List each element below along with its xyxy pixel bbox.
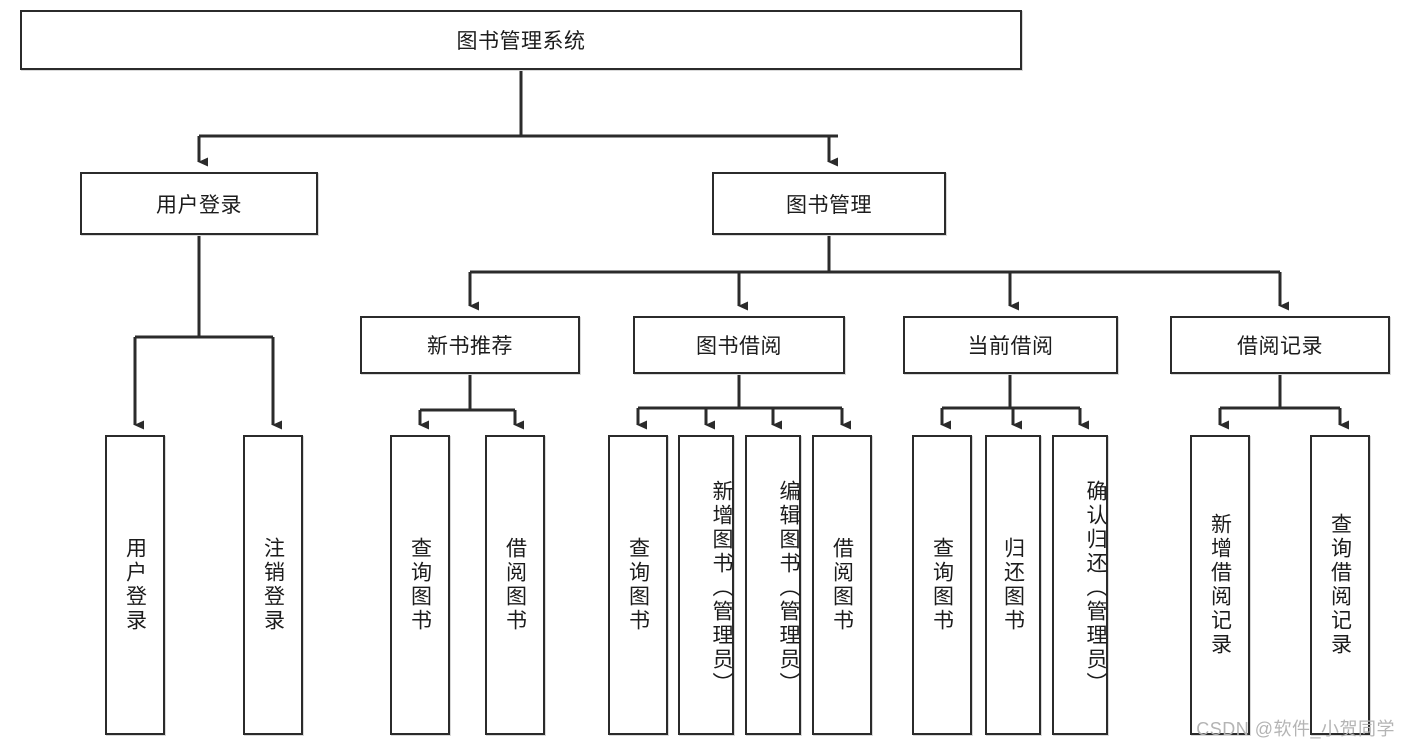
node-leaf-9[interactable]: 查询图书 bbox=[912, 435, 972, 735]
node-leaf-13[interactable]: 查询借阅记录 bbox=[1310, 435, 1370, 735]
node-level2-1[interactable]: 新书推荐 bbox=[360, 316, 580, 374]
watermark: CSDN @软件_小贺同学 bbox=[1196, 719, 1395, 739]
node-level2-3-label: 当前借阅 bbox=[967, 335, 1054, 358]
node-leaf-9-label: 查询图书 bbox=[930, 537, 954, 633]
node-level2-4-label: 借阅记录 bbox=[1237, 335, 1323, 358]
node-leaf-1[interactable]: 用户登录 bbox=[105, 435, 165, 735]
node-level1-1-label: 用户登录 bbox=[156, 193, 242, 217]
node-leaf-5-label: 查询图书 bbox=[626, 537, 650, 633]
node-leaf-7-label: 编辑图书（管理员） bbox=[777, 480, 800, 696]
node-leaf-12-label: 新增借阅记录 bbox=[1208, 513, 1232, 657]
node-leaf-3-label: 查询图书 bbox=[408, 537, 432, 633]
node-level1-1[interactable]: 用户登录 bbox=[80, 172, 318, 235]
node-leaf-13-label: 查询借阅记录 bbox=[1328, 513, 1352, 657]
node-leaf-2[interactable]: 注销登录 bbox=[243, 435, 303, 735]
node-root-label: 图书管理系统 bbox=[456, 30, 586, 53]
node-level2-2[interactable]: 图书借阅 bbox=[633, 316, 845, 374]
node-level1-2-label: 图书管理 bbox=[786, 193, 872, 217]
node-root[interactable]: 图书管理系统 bbox=[20, 10, 1022, 70]
node-level1-2[interactable]: 图书管理 bbox=[712, 172, 946, 235]
node-leaf-1-label: 用户登录 bbox=[123, 537, 147, 633]
node-leaf-11-label: 确认归还（管理员） bbox=[1084, 480, 1107, 696]
node-level2-3[interactable]: 当前借阅 bbox=[903, 316, 1118, 374]
node-level2-4[interactable]: 借阅记录 bbox=[1170, 316, 1390, 374]
node-leaf-10[interactable]: 归还图书 bbox=[985, 435, 1041, 735]
node-leaf-12[interactable]: 新增借阅记录 bbox=[1190, 435, 1250, 735]
node-leaf-7[interactable]: 编辑图书（管理员） bbox=[745, 435, 801, 735]
node-leaf-4[interactable]: 借阅图书 bbox=[485, 435, 545, 735]
node-leaf-11[interactable]: 确认归还（管理员） bbox=[1052, 435, 1108, 735]
node-leaf-6[interactable]: 新增图书（管理员） bbox=[678, 435, 734, 735]
node-leaf-3[interactable]: 查询图书 bbox=[390, 435, 450, 735]
node-level2-1-label: 新书推荐 bbox=[427, 335, 513, 358]
node-leaf-8[interactable]: 借阅图书 bbox=[812, 435, 872, 735]
node-level2-2-label: 图书借阅 bbox=[696, 335, 782, 358]
node-leaf-5[interactable]: 查询图书 bbox=[608, 435, 668, 735]
node-leaf-6-label: 新增图书（管理员） bbox=[710, 480, 733, 696]
node-leaf-2-label: 注销登录 bbox=[261, 537, 285, 633]
node-leaf-10-label: 归还图书 bbox=[1001, 537, 1025, 633]
node-leaf-4-label: 借阅图书 bbox=[503, 537, 527, 633]
node-leaf-8-label: 借阅图书 bbox=[830, 537, 854, 633]
